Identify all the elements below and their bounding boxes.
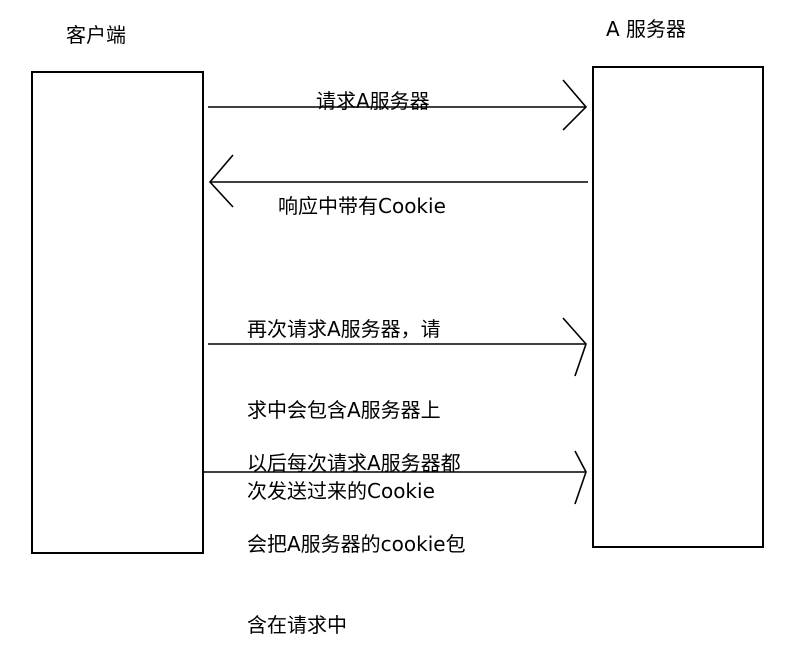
message-line: 以后每次请求A服务器都 — [247, 451, 461, 475]
message-line: 再次请求A服务器，请 — [247, 317, 441, 341]
client-label: 客户端 — [66, 23, 126, 47]
message-line: 会把A服务器的cookie包 — [247, 532, 466, 556]
message-request-2: 再次请求A服务器，请 求中会包含A服务器上 次发送过来的Cookie — [247, 262, 441, 532]
server-label: A 服务器 — [606, 17, 687, 41]
message-request-1: 请求A服务器 — [316, 34, 430, 142]
client-lifeline-box — [31, 71, 204, 554]
arrow-request-3 — [204, 450, 587, 505]
arrow-response-cookie — [208, 154, 588, 208]
message-line: 含在请求中 — [247, 613, 347, 637]
message-line: 次发送过来的Cookie — [247, 479, 435, 503]
message-request-3: 以后每次请求A服务器都 会把A服务器的cookie包 含在请求中 — [247, 396, 466, 666]
message-line: 请求A服务器 — [316, 89, 430, 113]
message-response-cookie: 响应中带有Cookie — [278, 139, 446, 247]
arrows-layer — [204, 79, 588, 505]
arrow-request-1 — [208, 79, 588, 131]
arrow-request-2 — [208, 317, 587, 377]
message-line: 求中会包含A服务器上 — [247, 398, 441, 422]
message-line: 响应中带有Cookie — [278, 194, 446, 218]
server-lifeline-box — [592, 66, 764, 548]
